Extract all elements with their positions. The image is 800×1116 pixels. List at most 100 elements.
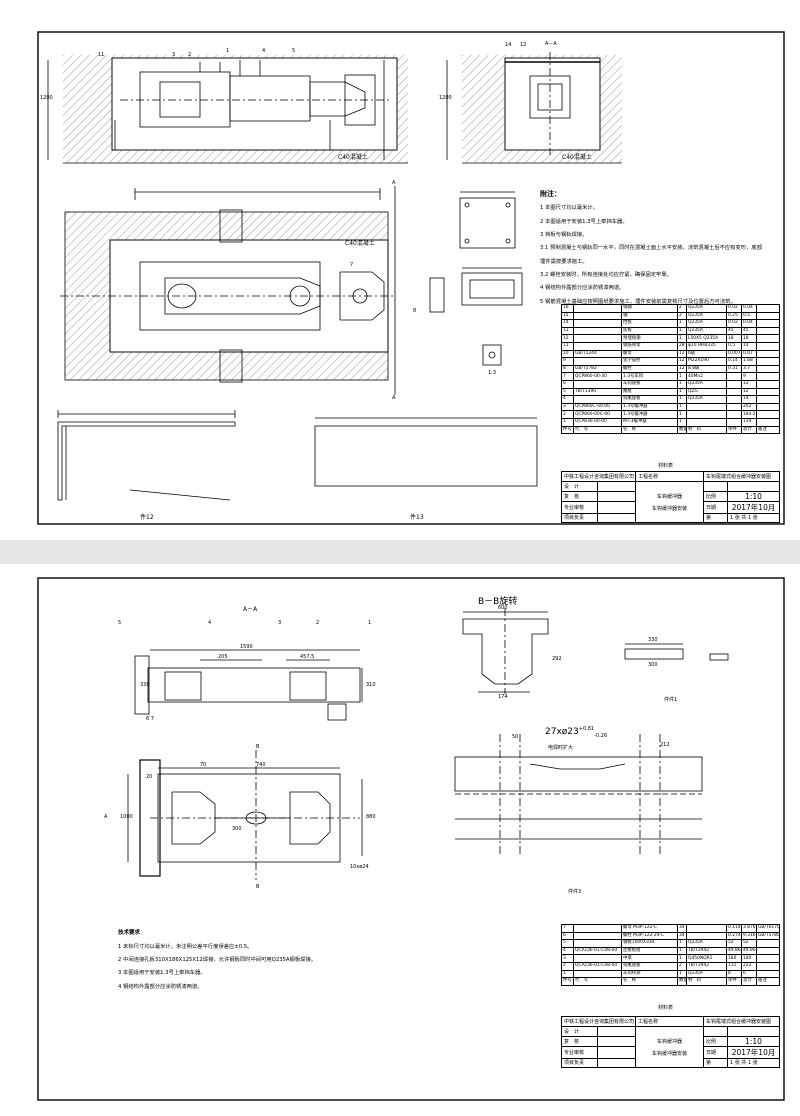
bom-cell: 4 bbox=[561, 946, 574, 956]
figure-caption: 件件1 bbox=[664, 697, 678, 703]
bom-cell: 12 bbox=[741, 379, 757, 389]
bom-cell: TB/T1390 bbox=[573, 387, 622, 397]
bom-cell: 2 bbox=[677, 961, 687, 971]
bom-cell: 45 bbox=[726, 326, 742, 336]
bom-cell: 3 bbox=[561, 954, 574, 963]
section-marker: B bbox=[256, 744, 260, 750]
bom-cell bbox=[686, 931, 727, 941]
role-label: 设 计 bbox=[561, 480, 598, 492]
bom-cell bbox=[756, 954, 780, 963]
role-label: 专业审核 bbox=[561, 500, 598, 514]
bom-cell: 轴 bbox=[621, 311, 678, 321]
dimension-label: 20 bbox=[146, 774, 153, 780]
bom-cell: 1 bbox=[677, 379, 687, 389]
bom-cell bbox=[756, 357, 780, 366]
bom-cell: 222 bbox=[741, 961, 757, 971]
bom-cell: 螺母 M3P-122-C bbox=[621, 924, 678, 933]
note-item: 3 本图适用于安装1.3号上牵挡车器。 bbox=[118, 970, 206, 977]
bom-cell: 中梁 bbox=[621, 954, 678, 963]
bom-cell bbox=[756, 417, 780, 427]
note-item: 5 钢筋混凝土基础应按照图纸要求施工，埋件安装前需复核尺寸及位置后方可浇筑。 bbox=[540, 298, 736, 305]
bom-cell: 1 bbox=[677, 319, 687, 328]
figure-caption: 件件3 bbox=[568, 889, 582, 895]
bom-cell: 6 bbox=[726, 969, 742, 979]
bom-header-cell: 代 号 bbox=[573, 425, 622, 435]
technical-requirements: 技术要求 1 未标尺寸均以毫米计，未注明公差平行度误差应±0.5。 2 中间连接… bbox=[118, 930, 316, 997]
bom-cell: 0.04 bbox=[741, 319, 757, 328]
bom-cell: 钩尾座板 bbox=[621, 395, 678, 404]
sheet-2-linework bbox=[37, 577, 785, 1101]
note-item: 埋件需按要求施工。 bbox=[540, 258, 588, 265]
bom-cell: 184.2 bbox=[741, 410, 757, 419]
bom-cell: MT-3缓冲器 bbox=[621, 417, 678, 427]
part-leader: 11 bbox=[98, 52, 105, 58]
bom-cell bbox=[573, 326, 622, 336]
bom-cell bbox=[756, 410, 780, 419]
bom-cell bbox=[573, 311, 622, 321]
section-marker: B bbox=[256, 884, 260, 890]
bom-cell: 挡板 bbox=[621, 319, 678, 328]
part-leader: 2 bbox=[188, 52, 192, 58]
bom-cell: 3.7 bbox=[741, 364, 757, 374]
company-name: 中铁工程设计咨询集团有限公司 bbox=[560, 471, 637, 482]
part-leader: 7 bbox=[350, 262, 354, 268]
notes-title: 附注： bbox=[540, 190, 561, 198]
bom-cell: 1 bbox=[677, 954, 687, 963]
weld-note: 电焊时扩大 bbox=[548, 745, 574, 751]
bom-cell: 8.8级 bbox=[686, 364, 727, 374]
bom-cell: 12 bbox=[677, 357, 687, 366]
title-block: 中铁工程设计咨询集团有限公司 工程名称 车钩尾端式组合缓冲器安装图 设 计 车钩… bbox=[560, 1016, 781, 1069]
dimension-label: 50 bbox=[512, 734, 519, 740]
bom-cell: 0.274 bbox=[726, 931, 742, 941]
role-label: 专业审核 bbox=[561, 1045, 598, 1059]
bom-cell: 1 bbox=[677, 946, 687, 956]
part-leader: 4 bbox=[262, 48, 266, 54]
bom-cell: 车钩座板 bbox=[621, 379, 678, 389]
bom-cell bbox=[726, 395, 742, 404]
bom-cell bbox=[573, 931, 622, 941]
part-leader: 5 bbox=[292, 48, 296, 54]
part-leader: 3 bbox=[172, 52, 176, 58]
part-leader: 3 bbox=[278, 620, 282, 626]
bom-cell bbox=[756, 364, 780, 374]
date-label: 日期 bbox=[703, 1045, 729, 1059]
bom-cell bbox=[756, 387, 780, 397]
dimension-label: 70 bbox=[200, 762, 207, 768]
bom-cell: 1 bbox=[677, 417, 687, 427]
section-label: A－A bbox=[243, 606, 258, 613]
project-name: 车钩尾端式组合缓冲器安装图 bbox=[703, 1016, 781, 1027]
note-item: 2 中间连接孔板310X186X125X12焊接，允许钢板同时中间可用Q235A… bbox=[118, 956, 317, 963]
bom-cell: 15 bbox=[561, 311, 574, 321]
dimension-label: 1000 bbox=[120, 814, 133, 820]
bom-cell: 49.86 bbox=[726, 946, 742, 956]
bom-cell: 1 bbox=[677, 969, 687, 979]
bom-caption: 材料表 bbox=[658, 463, 674, 469]
bom-cell: 1 bbox=[677, 387, 687, 397]
drawing-subtitle: 车钩缓冲器安装 bbox=[652, 1050, 688, 1057]
bom-cell bbox=[756, 304, 780, 313]
bom-cell: 45 bbox=[741, 326, 757, 336]
bom-cell: Q450NQR1 bbox=[686, 954, 727, 963]
bom-cell: 1 bbox=[677, 395, 687, 404]
bom-cell: 14 bbox=[741, 395, 757, 404]
bom-cell bbox=[573, 334, 622, 343]
bom-cell: 7 bbox=[561, 924, 574, 933]
bom-cell: GB/T1244 bbox=[573, 349, 622, 359]
note-item: 4 钢结构外露部分应涂防锈漆两道。 bbox=[540, 285, 625, 292]
bom-cell: 1 bbox=[677, 410, 687, 419]
bom-cell bbox=[756, 319, 780, 328]
bom-cell: 车钩托梁 bbox=[621, 969, 678, 979]
bom-cell: 0.31 bbox=[726, 364, 742, 374]
bom-cell: 0.07 bbox=[741, 349, 757, 359]
project-label: 工程名称 bbox=[635, 471, 705, 482]
bom-cell: TB/T2942 bbox=[686, 961, 727, 971]
bom-cell: 1 bbox=[677, 939, 687, 948]
